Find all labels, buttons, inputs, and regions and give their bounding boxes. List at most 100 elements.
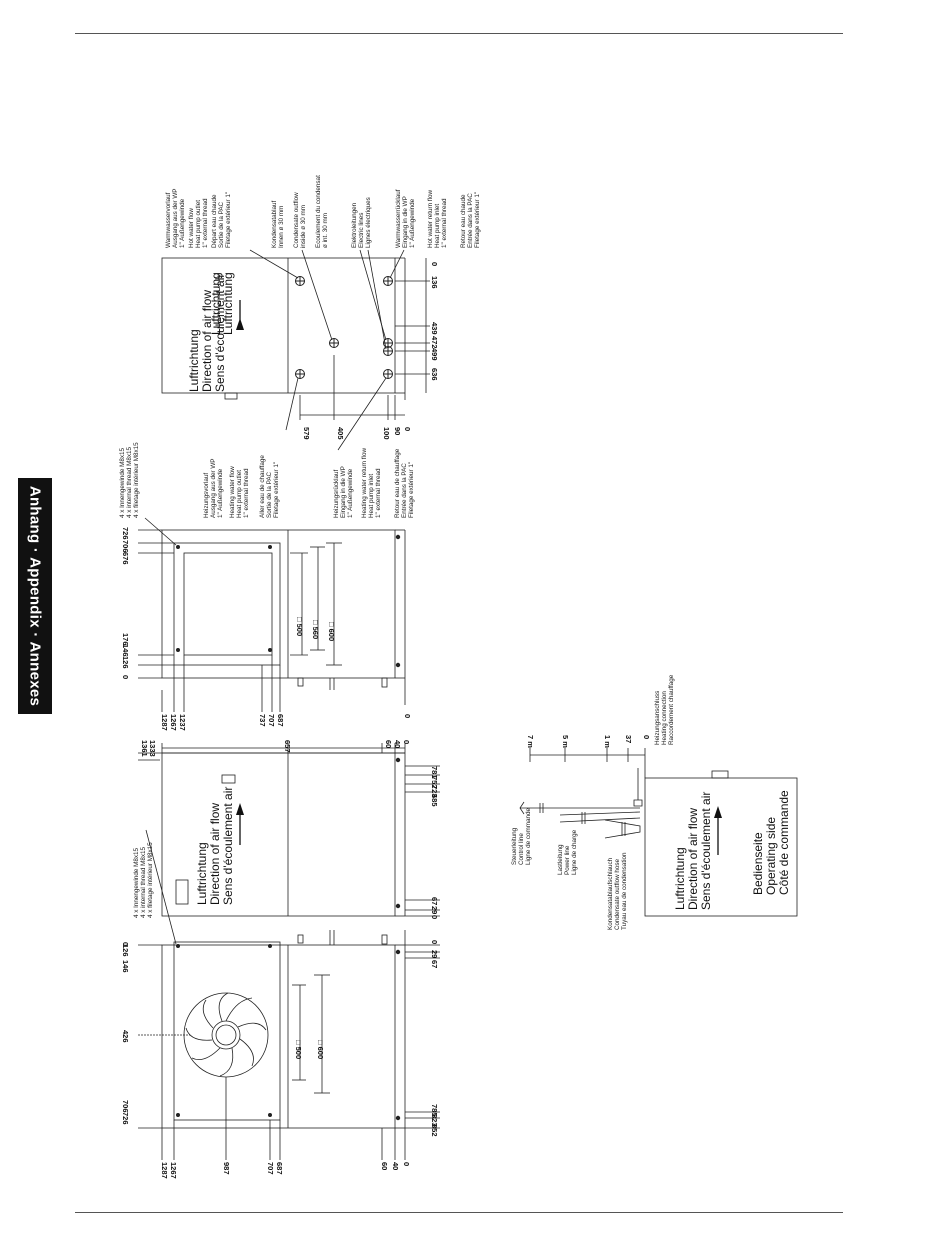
svg-text:4 x filetage intérieur M8x15: 4 x filetage intérieur M8x15 bbox=[133, 442, 140, 518]
power-line bbox=[559, 811, 641, 816]
dim-label: 176 bbox=[121, 633, 130, 646]
top-rule bbox=[75, 33, 843, 34]
svg-text:Sortie de la PAC: Sortie de la PAC bbox=[218, 201, 225, 248]
svg-text:Filetage extérieur 1": Filetage extérieur 1" bbox=[474, 192, 481, 248]
heating-connection bbox=[633, 768, 643, 807]
view-connection-side: Luftrichtung Luftrichtung Luftrichtung D… bbox=[161, 249, 439, 451]
dim-label: 60 bbox=[380, 1162, 389, 1170]
operating-side-fr: Côté de commande bbox=[777, 790, 791, 895]
svg-text:Warmwasservorlauf: Warmwasservorlauf bbox=[165, 192, 172, 248]
dim-label: 657 bbox=[283, 740, 292, 753]
svg-text:Aller eau de chauffage: Aller eau de chauffage bbox=[259, 455, 266, 518]
arrow-up-icon bbox=[714, 806, 722, 818]
svg-text:Sortie de la PAC: Sortie de la PAC bbox=[266, 471, 273, 518]
dim-label: 146 bbox=[121, 960, 130, 973]
dim-label: 40 bbox=[391, 1162, 400, 1170]
dim-label: 579 bbox=[302, 427, 311, 440]
dim-label: 499 bbox=[430, 348, 439, 361]
svg-text:1" Außengewinde: 1" Außengewinde bbox=[179, 198, 186, 248]
dim-label: 472 bbox=[430, 336, 439, 349]
svg-text:Retour eau de chauffage: Retour eau de chauffage bbox=[394, 448, 401, 518]
svg-text:1" external thread: 1" external thread bbox=[441, 198, 448, 248]
dim-label: 1287 bbox=[160, 1162, 169, 1179]
svg-text:inside ø 30 mm: inside ø 30 mm bbox=[300, 205, 307, 248]
air-flow-fr-bm: Sens d'écoulement air bbox=[221, 787, 235, 905]
dim-label: 0 bbox=[403, 714, 412, 718]
dim-label: 706 bbox=[121, 540, 130, 553]
svg-text:Heizungsanschluss: Heizungsanschluss bbox=[654, 691, 661, 745]
dim-label: 67 bbox=[430, 960, 439, 968]
dim-ticks-right bbox=[395, 280, 430, 375]
dim-label: 439 bbox=[430, 322, 439, 335]
label-kondensatablauf: Kondensatablauf Innen ø 30 mm Condensate… bbox=[271, 175, 329, 248]
leader-line bbox=[145, 829, 177, 945]
foot bbox=[221, 774, 236, 784]
svg-text:4 x internal thread M8x15: 4 x internal thread M8x15 bbox=[126, 446, 133, 518]
label-warmwasserrucklauf: Warmwasserrücklauf Eingang in die WP 1" … bbox=[395, 189, 481, 248]
label-thread-top: 4 x Innengewinde M8x15 4 x internal thre… bbox=[119, 442, 140, 518]
dim-label: 136 bbox=[430, 276, 439, 289]
air-flow-en-tr: Direction of air flow bbox=[200, 290, 214, 392]
label-lastleitung: Lastleitung Power line Ligne de charge bbox=[557, 829, 578, 875]
dim-label: 0 bbox=[402, 1162, 411, 1166]
svg-text:Heating connection: Heating connection bbox=[661, 691, 668, 745]
dim-label: 781 bbox=[430, 766, 439, 779]
svg-text:4 x Innengewinde M8x15: 4 x Innengewinde M8x15 bbox=[133, 847, 140, 918]
view-rear: 726 706 676 176 146 126 0 1287 1267 1237… bbox=[121, 517, 412, 731]
arrow-up-icon bbox=[236, 803, 244, 815]
dim-label: 1267 bbox=[169, 1162, 178, 1179]
dim-label: 737 bbox=[258, 714, 267, 727]
dim-label: 146 bbox=[121, 644, 130, 657]
svg-text:1" Außengewinde: 1" Außengewinde bbox=[347, 468, 354, 518]
svg-text:Raccordement chauffage: Raccordement chauffage bbox=[668, 674, 675, 745]
svg-text:Kondensatablauf: Kondensatablauf bbox=[271, 200, 278, 248]
air-flow-en-br: Direction of air flow bbox=[686, 808, 700, 910]
svg-text:Ligne de commande: Ligne de commande bbox=[525, 807, 532, 865]
air-flow-de-tr: Luftrichtung bbox=[187, 329, 201, 392]
svg-text:Hot water return flow: Hot water return flow bbox=[427, 189, 434, 248]
dim-label: 0 bbox=[121, 675, 130, 679]
svg-text:Warmwasserrücklauf: Warmwasserrücklauf bbox=[395, 189, 402, 248]
air-flow-label-1: Luftrichtung bbox=[221, 272, 235, 335]
svg-text:4 x internal thread M8x15: 4 x internal thread M8x15 bbox=[140, 846, 147, 918]
leader-line bbox=[301, 249, 333, 341]
svg-text:Condensate outflow hose: Condensate outflow hose bbox=[614, 858, 621, 930]
dim-label: 37 bbox=[624, 735, 633, 743]
svg-text:Heating water return flow: Heating water return flow bbox=[361, 448, 368, 518]
dim-label: 5 m bbox=[561, 735, 570, 748]
svg-text:1" external thread: 1" external thread bbox=[375, 468, 382, 518]
leader-line bbox=[337, 377, 387, 451]
label-steuerleitung: Steuerleitung Control line Ligne de comm… bbox=[511, 807, 532, 865]
leader-line bbox=[249, 249, 299, 279]
svg-text:Entrée dans la PAC: Entrée dans la PAC bbox=[401, 463, 408, 518]
label-thread-bm: 4 x Innengewinde M8x15 4 x internal thre… bbox=[133, 842, 154, 918]
unit-outline bbox=[161, 529, 396, 679]
svg-text:1" external thread: 1" external thread bbox=[243, 468, 250, 518]
dim-label: 29 bbox=[430, 906, 439, 914]
svg-text:Elektroleitungen: Elektroleitungen bbox=[351, 202, 358, 248]
dim-label: □ 560 bbox=[311, 620, 320, 639]
operating-side-de: Bedienseite bbox=[751, 832, 765, 895]
svg-text:Innen ø 30 mm: Innen ø 30 mm bbox=[278, 206, 285, 248]
dim-label: 7 m bbox=[526, 735, 535, 748]
svg-text:Filetage extérieur 1": Filetage extérieur 1" bbox=[225, 192, 232, 248]
svg-text:Ligne de charge: Ligne de charge bbox=[571, 829, 578, 875]
dim-label: 60 bbox=[384, 740, 393, 748]
view-fan-side: 0 126 146 426 706 726 0 29 67 785 823 85… bbox=[121, 829, 440, 1179]
dim-label: 687 bbox=[275, 1162, 284, 1175]
dim-label: 685 bbox=[430, 794, 439, 807]
svg-text:Kondensatablaufschlauch: Kondensatablaufschlauch bbox=[607, 857, 614, 930]
air-flow-fr-br: Sens d'écoulement air bbox=[699, 792, 713, 910]
label-warmwasservorlauf: Warmwasservorlauf Ausgang aus der WP 1" … bbox=[165, 188, 232, 248]
dim-label: 676 bbox=[121, 552, 130, 565]
svg-text:Condensate outflow: Condensate outflow bbox=[293, 192, 300, 248]
dim-label: □ 600 bbox=[327, 622, 336, 641]
svg-text:Heat pump outlet: Heat pump outlet bbox=[236, 470, 243, 518]
svg-text:Heat pump inlet: Heat pump inlet bbox=[434, 204, 441, 248]
dim-label: 726 bbox=[121, 1112, 130, 1125]
arrow-down-icon bbox=[236, 318, 244, 330]
view-installation: Luftrichtung Direction of air flow Sens … bbox=[511, 674, 798, 930]
dim-label: 0 bbox=[430, 915, 439, 919]
svg-text:Heat pump inlet: Heat pump inlet bbox=[368, 474, 375, 518]
bottom-rule bbox=[75, 1212, 843, 1213]
